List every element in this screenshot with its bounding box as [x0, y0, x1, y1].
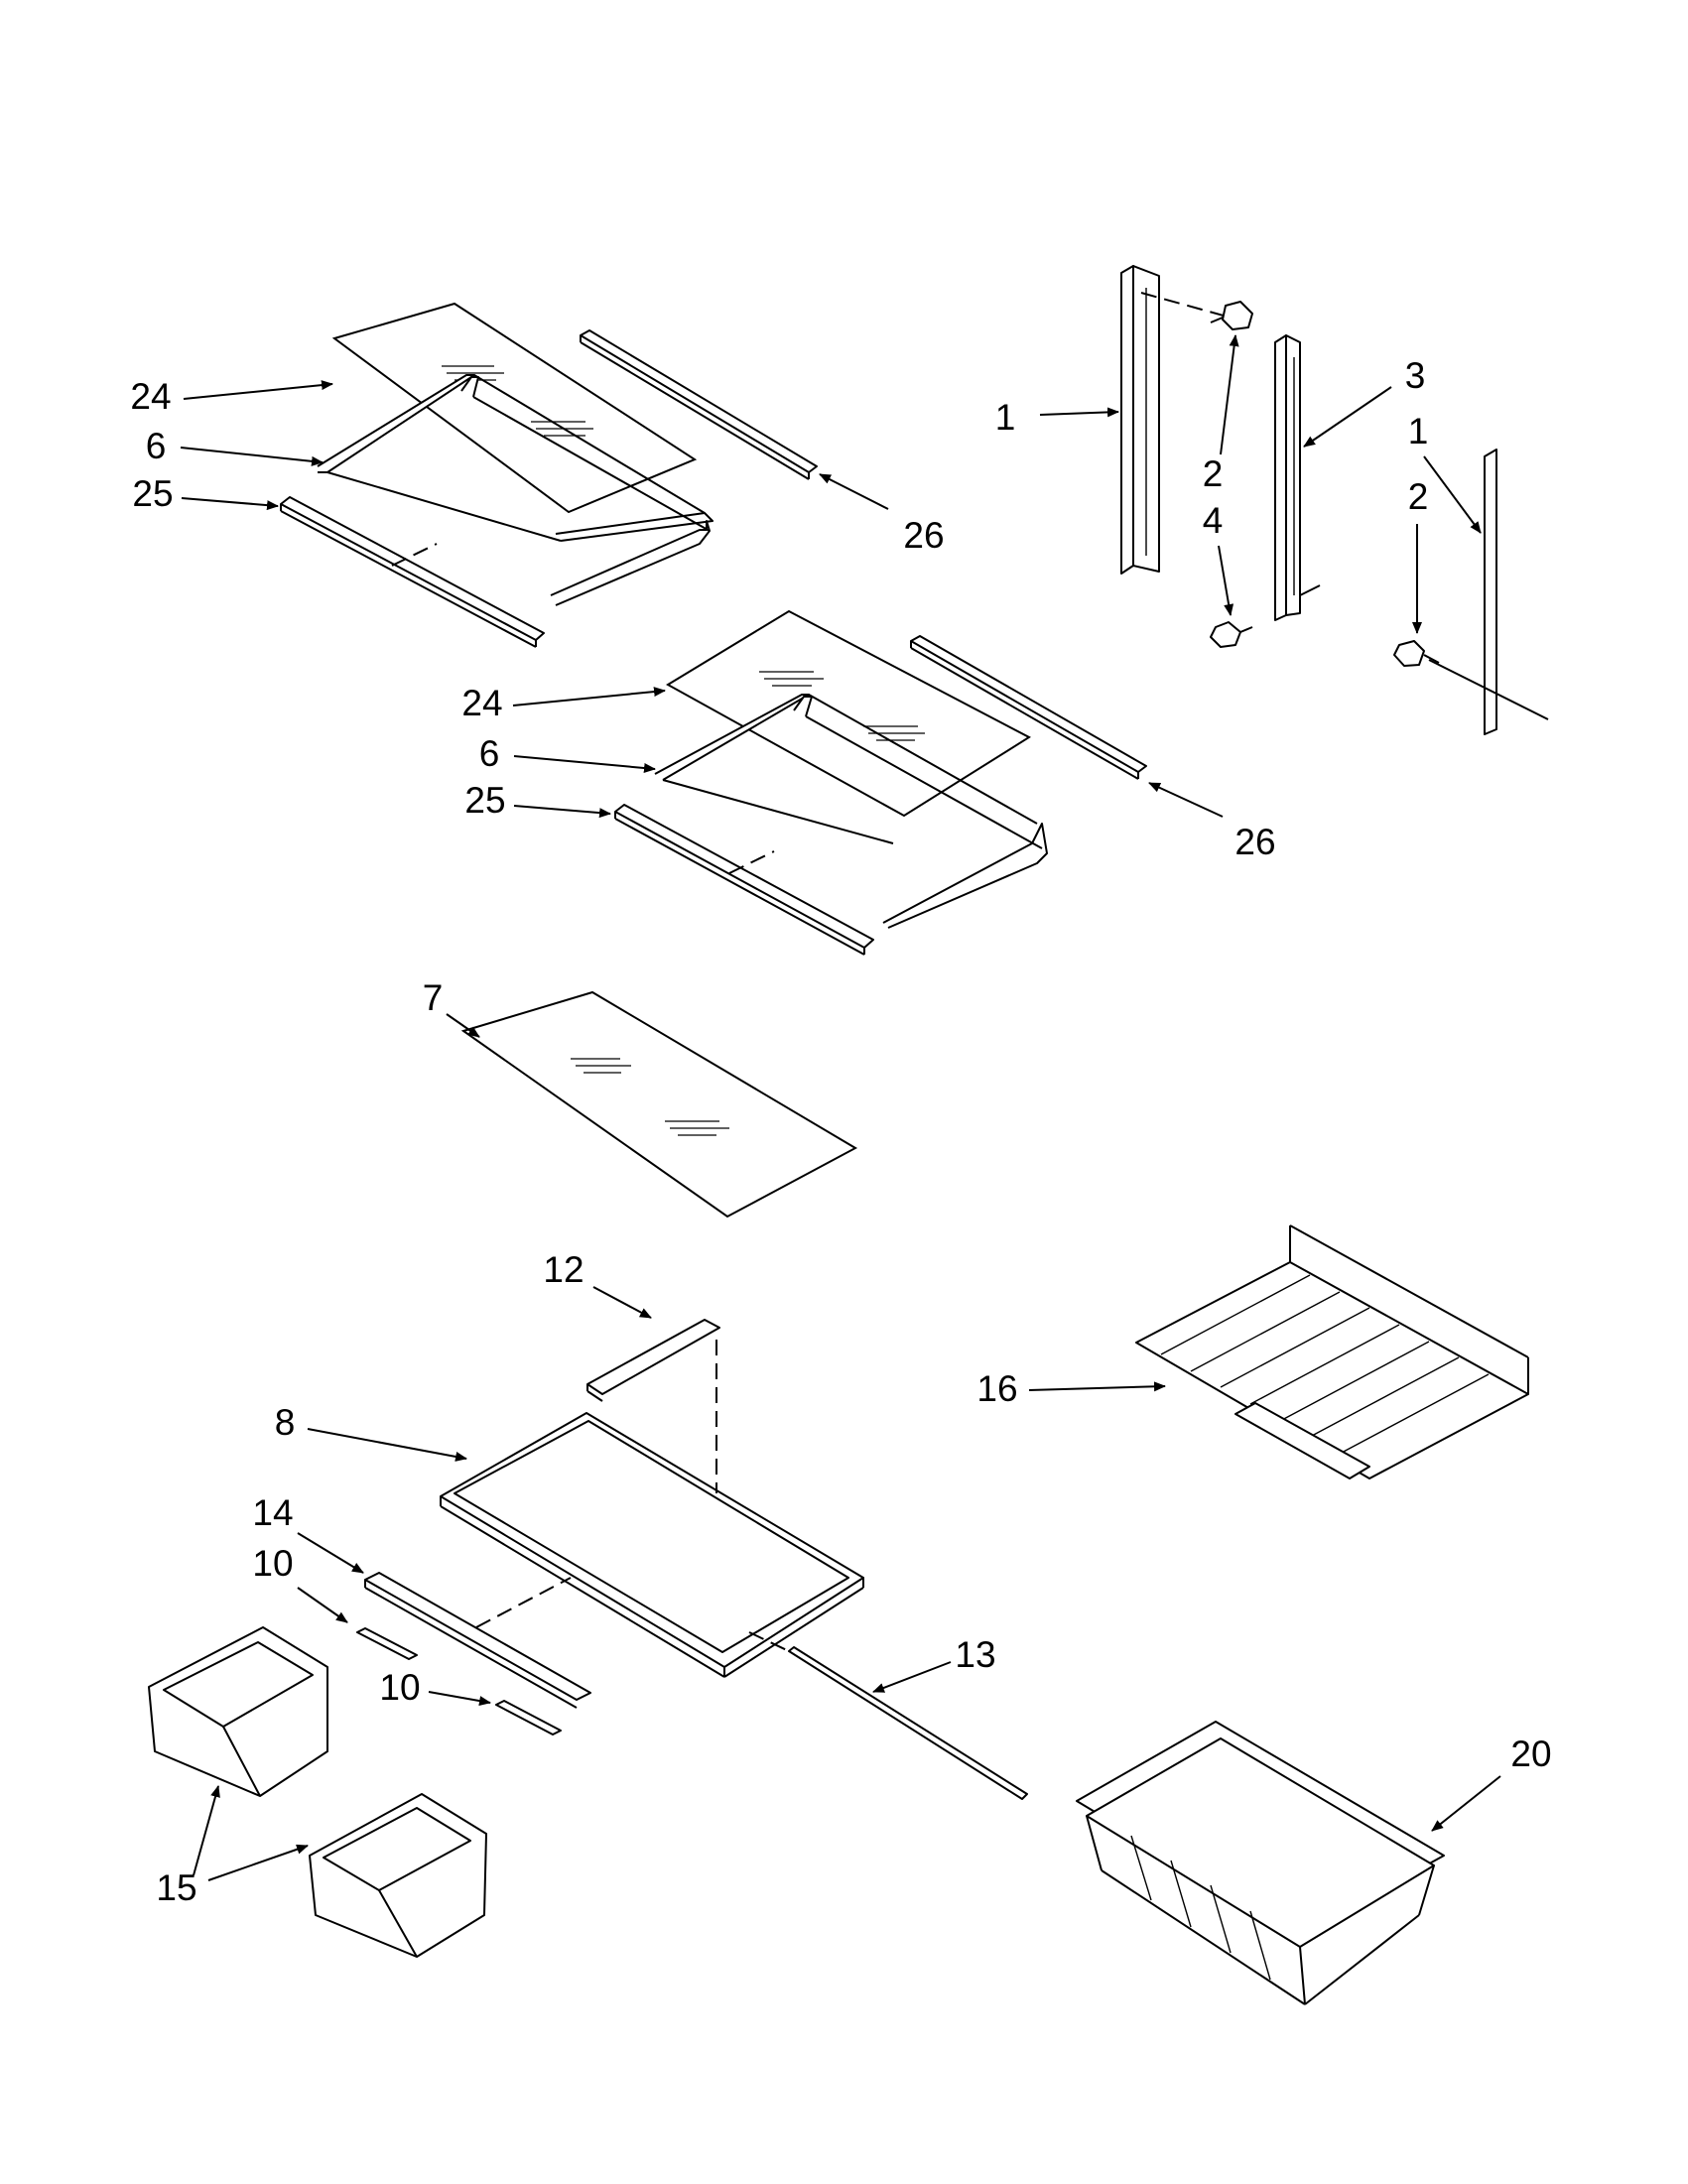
crisper-bracket [586, 1319, 720, 1395]
callout-6: 6 [479, 733, 500, 774]
crisper-divider [364, 1572, 591, 1701]
callout-4: 4 [1203, 500, 1224, 541]
shelf-frame-middle [654, 694, 1048, 929]
callout-24: 24 [130, 376, 171, 417]
shelf-glass-upper [331, 302, 698, 514]
callout-10: 10 [379, 1667, 420, 1708]
front-trim-middle [614, 804, 874, 956]
callout-13: 13 [955, 1634, 995, 1675]
callout-2: 2 [1203, 453, 1224, 494]
callout-24: 24 [461, 683, 502, 723]
callout-26: 26 [1234, 822, 1275, 862]
crisper-frame-assembly [356, 1319, 1028, 1800]
wire-basket [1076, 1721, 1445, 2005]
callout-1: 1 [1408, 411, 1429, 451]
callout-2: 2 [1408, 476, 1429, 517]
middle-shelf-assembly [614, 609, 1147, 956]
shelf-frame-upper [317, 374, 714, 606]
shelf-rails [1120, 265, 1549, 735]
crisper-pans [148, 1626, 487, 1958]
screw-icon [1210, 301, 1253, 330]
callout-3: 3 [1405, 355, 1426, 396]
rear-trim-middle [910, 635, 1147, 780]
rear-trim-upper [580, 329, 818, 480]
callout-labels: 24 6 25 26 24 6 25 26 1 2 4 3 1 2 7 12 8… [130, 355, 1551, 1908]
callout-14: 14 [252, 1492, 293, 1533]
screw-icon [1210, 621, 1253, 648]
screw-icon [1393, 640, 1440, 667]
support-rod [788, 1646, 1028, 1800]
callout-26: 26 [903, 515, 944, 556]
slide-rail [495, 1700, 562, 1735]
callout-20: 20 [1510, 1734, 1551, 1774]
callout-10: 10 [252, 1543, 293, 1584]
shelf-glass-middle [666, 609, 1032, 818]
callout-15: 15 [156, 1867, 196, 1908]
callout-12: 12 [543, 1249, 584, 1290]
callout-1: 1 [995, 397, 1016, 438]
callout-6: 6 [146, 426, 167, 466]
front-trim-upper [280, 496, 545, 648]
callout-7: 7 [423, 977, 444, 1018]
crisper-cover-glass [460, 990, 858, 1219]
callout-25: 25 [464, 780, 505, 821]
upper-shelf-assembly [280, 302, 818, 648]
wire-shelf [1135, 1224, 1529, 1479]
callout-25: 25 [132, 473, 173, 514]
callout-16: 16 [976, 1368, 1017, 1409]
slide-rail [356, 1627, 418, 1660]
callout-leaders [180, 334, 1501, 1881]
callout-8: 8 [275, 1402, 296, 1443]
